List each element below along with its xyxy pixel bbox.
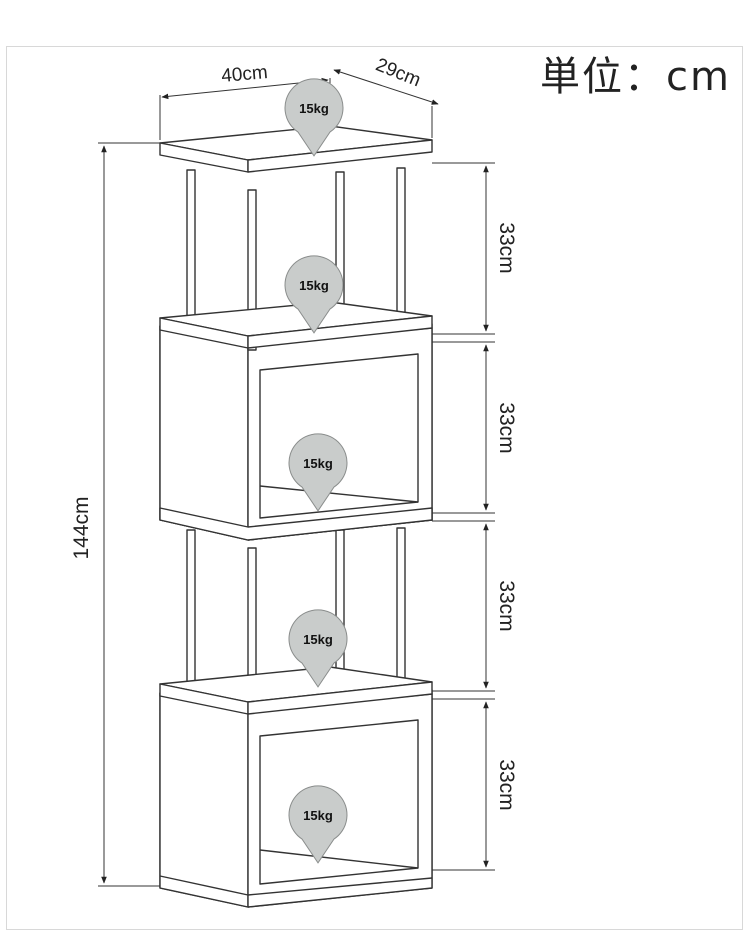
top-board xyxy=(159,125,433,173)
tier-label-4: 33cm xyxy=(495,759,518,810)
middle-cube xyxy=(159,309,433,541)
pin-marker-icon xyxy=(284,255,344,334)
load-pin-4: 15kg xyxy=(288,609,348,688)
depth-label: 29cm xyxy=(373,54,424,91)
tier-label-1: 33cm xyxy=(495,222,518,273)
pin-marker-icon xyxy=(288,785,348,864)
lower-open-tier xyxy=(159,527,433,715)
pin-label: 15kg xyxy=(303,456,333,471)
load-pin-1: 15kg xyxy=(284,78,344,157)
tier-label-3: 33cm xyxy=(495,580,518,631)
pin-marker-icon xyxy=(284,78,344,157)
tier-label-2: 33cm xyxy=(495,402,518,453)
pin-label: 15kg xyxy=(303,808,333,823)
bottom-cube xyxy=(159,675,433,908)
unit-label: 単位：cm xyxy=(540,54,731,100)
pin-label: 15kg xyxy=(299,278,329,293)
top-open-tier xyxy=(159,167,433,351)
pin-label: 15kg xyxy=(303,632,333,647)
load-pin-2: 15kg xyxy=(284,255,344,334)
pin-marker-icon xyxy=(288,609,348,688)
width-label: 40cm xyxy=(220,62,268,87)
load-pin-3: 15kg xyxy=(288,433,348,512)
pin-label: 15kg xyxy=(299,101,329,116)
load-pin-5: 15kg xyxy=(288,785,348,864)
depth-dimension-line xyxy=(333,69,439,105)
pin-marker-icon xyxy=(288,433,348,512)
image-frame xyxy=(6,46,743,930)
height-label: 144cm xyxy=(70,496,93,559)
